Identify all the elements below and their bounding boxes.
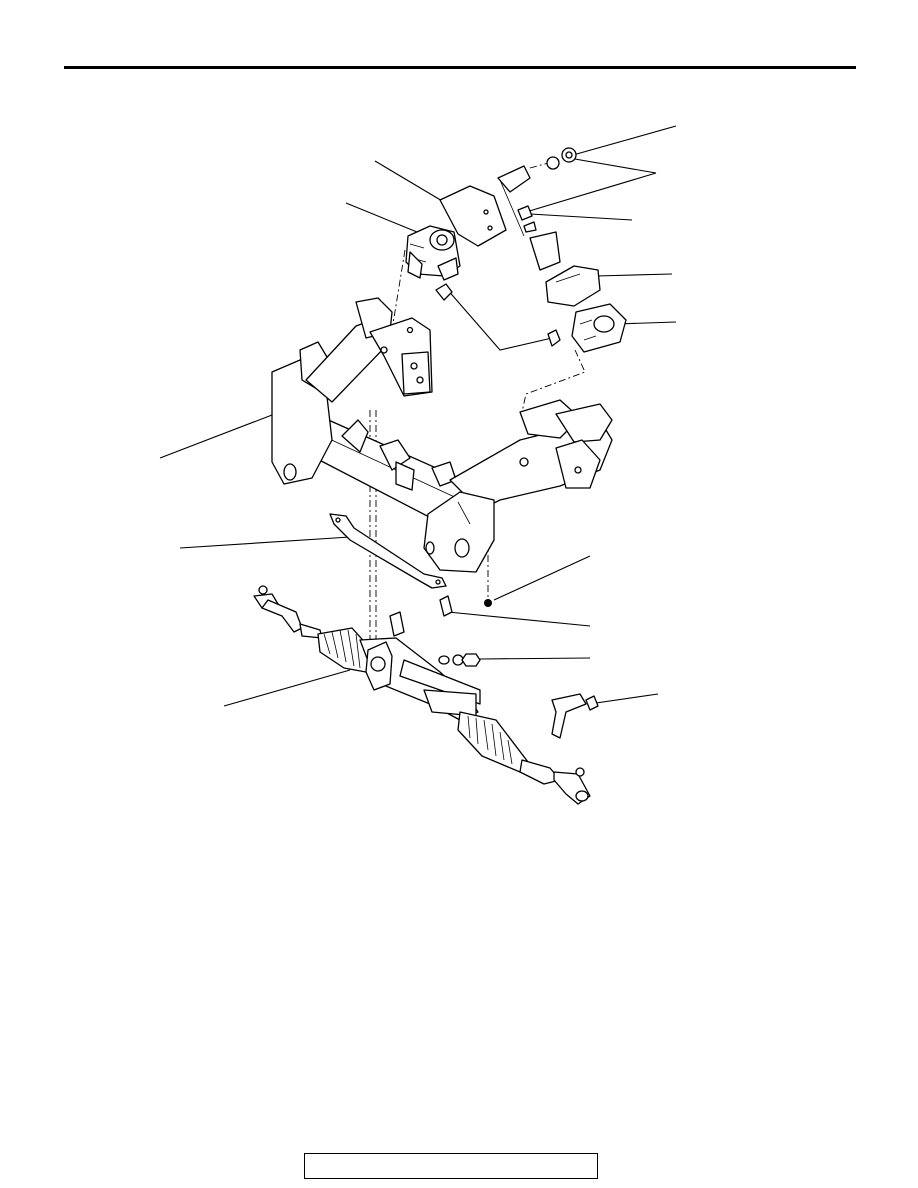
crossmember — [271, 297, 613, 573]
fasteners — [438, 595, 599, 711]
transmission-mount — [497, 147, 627, 353]
stay-bar — [329, 513, 447, 589]
steering-gear-and-linkage — [253, 585, 591, 805]
footer-label-box — [304, 1153, 598, 1179]
rack-clamp — [551, 693, 587, 739]
leader-lines — [159, 125, 677, 707]
header-rule — [64, 66, 856, 69]
engine-mount-left — [405, 185, 561, 347]
